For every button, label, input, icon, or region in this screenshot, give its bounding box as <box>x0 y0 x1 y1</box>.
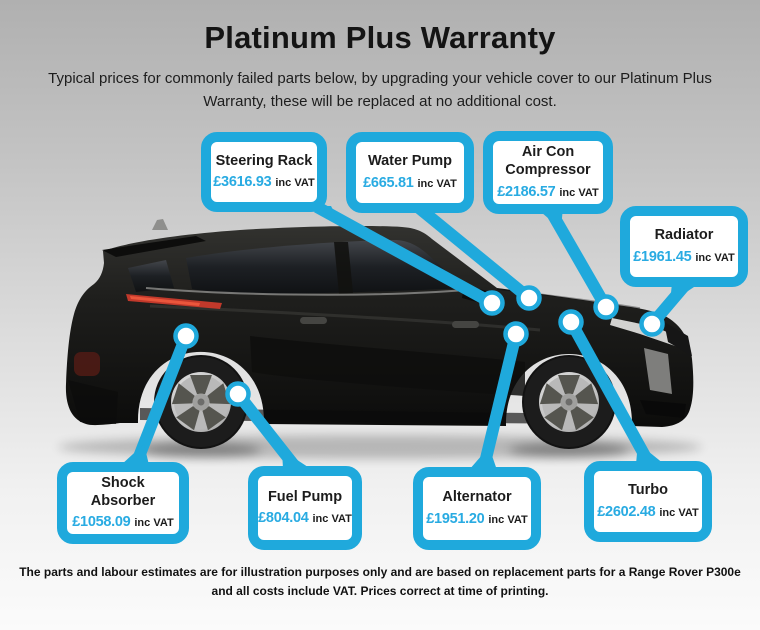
price-value: £2186.57 <box>497 183 556 200</box>
side-shadow-panel <box>250 336 525 396</box>
vat-suffix: inc VAT <box>488 513 528 526</box>
part-name: Shock Absorber <box>90 474 156 509</box>
tail-radiator <box>670 283 700 303</box>
taillight-glow <box>130 296 200 306</box>
part-name: Radiator <box>654 227 714 244</box>
price-value: £2602.48 <box>597 503 656 520</box>
vat-suffix: inc VAT <box>275 177 315 190</box>
tail-fuel-pump <box>282 450 311 469</box>
price-value: £3616.93 <box>213 174 272 191</box>
part-name: Steering Rack <box>215 152 313 169</box>
front-bumper-blade <box>644 348 672 394</box>
part-name: Turbo <box>628 482 668 499</box>
connector-water-pump <box>415 203 533 303</box>
rear-bumper-shade <box>68 380 118 424</box>
part-name: Water Pump <box>367 153 453 170</box>
marker-water-pump <box>516 285 542 311</box>
price-value: £1961.45 <box>633 248 692 265</box>
tail-turbo <box>636 443 664 464</box>
vat-suffix: inc VAT <box>659 506 699 519</box>
price-value: £1951.20 <box>426 510 485 527</box>
b-pillar <box>334 242 353 294</box>
part-name: Alternator <box>442 489 512 506</box>
vat-suffix: inc VAT <box>417 177 457 190</box>
antenna-fin-icon <box>152 219 168 230</box>
marker-shock-absorber <box>173 323 199 349</box>
connector-steering-rack <box>314 201 495 309</box>
part-name: Air Con Compressor <box>505 144 591 179</box>
roof-spoiler <box>102 236 206 257</box>
part-name: Fuel Pump <box>267 488 343 505</box>
vat-suffix: inc VAT <box>312 513 352 526</box>
belt-line-trim <box>145 287 466 296</box>
tail-alternator <box>469 447 497 470</box>
price-value: £1058.09 <box>72 514 131 531</box>
marker-fuel-pump <box>225 381 251 407</box>
vat-suffix: inc VAT <box>134 517 174 530</box>
rear-quarter-window <box>128 260 174 292</box>
page-title: Platinum Plus Warranty <box>204 20 556 55</box>
vat-suffix: inc VAT <box>695 251 735 264</box>
door-handle-rear <box>300 317 327 324</box>
price-value: £665.81 <box>363 174 414 191</box>
front-lower-intake <box>640 400 686 418</box>
shoulder-highlight <box>149 304 541 332</box>
tail-shock-absorber <box>121 444 149 465</box>
vat-suffix: inc VAT <box>559 186 599 199</box>
connector-turbo <box>565 319 656 468</box>
door-handle-front <box>452 321 479 328</box>
marker-turbo <box>558 309 584 335</box>
wheel-shadow-front <box>509 443 629 457</box>
marker-radiator <box>639 311 665 337</box>
wheel-shadow-rear <box>141 443 261 457</box>
price-value: £804.04 <box>258 510 309 527</box>
marker-air-con <box>593 294 619 320</box>
disclaimer-text: The parts and labour estimates are for i… <box>19 565 741 598</box>
subtitle: Typical prices for commonly failed parts… <box>48 70 712 110</box>
front-grille <box>664 322 692 356</box>
marker-steering-rack <box>479 290 505 316</box>
rear-lower-lamp <box>74 352 100 376</box>
marker-alternator <box>503 321 529 347</box>
